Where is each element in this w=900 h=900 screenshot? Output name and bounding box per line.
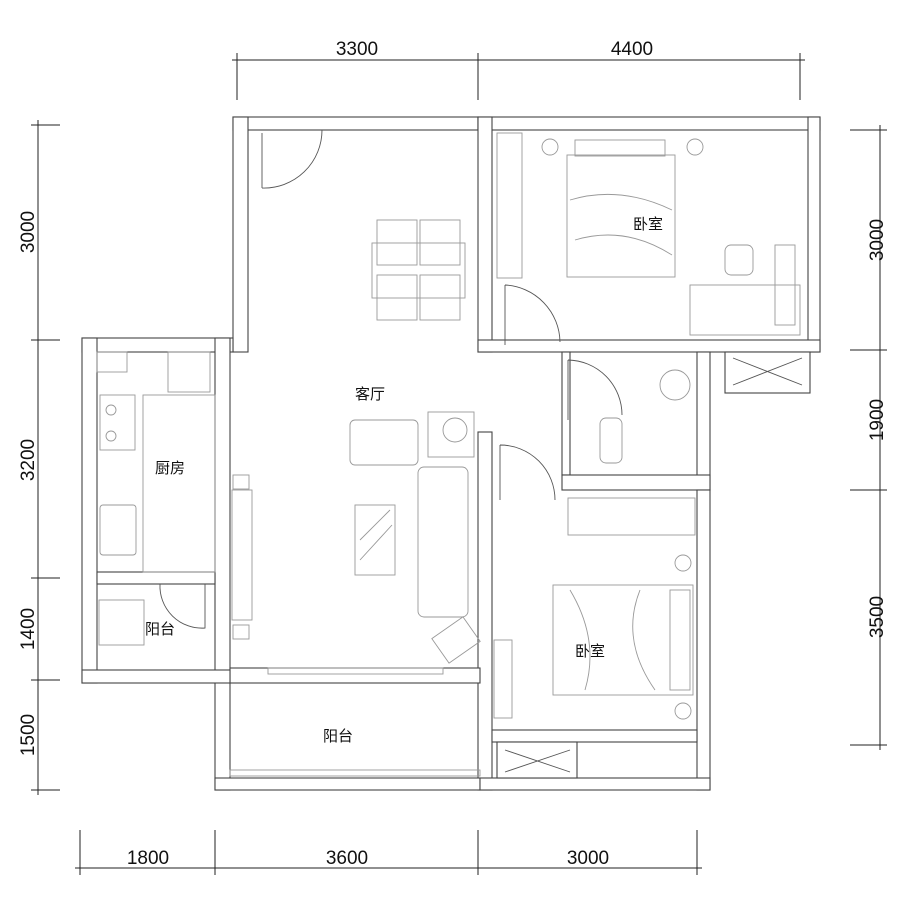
dim-left-2: 3200 (18, 439, 39, 481)
furniture (96, 132, 801, 777)
dim-top-2: 4400 (611, 39, 653, 60)
dim-right-1: 3000 (867, 219, 888, 261)
room-label-kitchen: 厨房 (155, 459, 185, 477)
room-label-living-room: 客厅 (355, 385, 385, 403)
dim-left-1: 3000 (18, 211, 39, 253)
dim-left-3: 1400 (18, 608, 39, 650)
dim-right-3: 3500 (867, 596, 888, 638)
dimension-lines (31, 53, 887, 875)
room-label-kitchen-balcony: 阳台 (145, 620, 175, 638)
room-label-master-bedroom: 卧室 (633, 215, 663, 233)
dim-right-2: 1900 (867, 399, 888, 441)
dim-bottom-1: 1800 (127, 848, 169, 869)
doors (159, 129, 623, 629)
dim-bottom-2: 3600 (326, 848, 368, 869)
room-label-second-bedroom: 卧室 (575, 642, 605, 660)
walls (81, 116, 821, 791)
dim-left-4: 1500 (18, 714, 39, 756)
dim-bottom-3: 3000 (567, 848, 609, 869)
room-label-living-balcony: 阳台 (323, 727, 353, 745)
dim-top-1: 3300 (336, 39, 378, 60)
